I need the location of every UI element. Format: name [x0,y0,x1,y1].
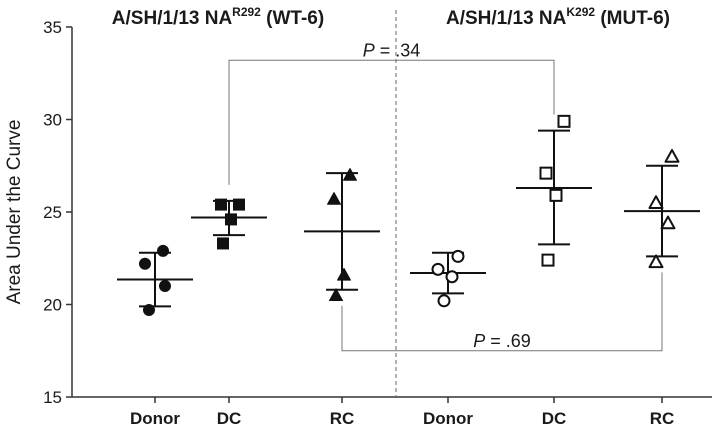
comparison-bracket [341,272,663,352]
data-group-dc [516,114,592,267]
p-value-text: = .69 [485,331,531,351]
y-tick-label: 30 [43,111,62,130]
data-point-circle [139,257,151,270]
data-point-circle [445,270,459,284]
y-tick-label: 35 [43,18,62,37]
data-point-triangle [327,192,341,205]
panel-title: A/SH/1/13 NAR292 (WT-6) [112,5,324,29]
data-point-square [557,114,571,128]
panel-title-suffix: (WT-6) [261,8,324,29]
panel-titles: A/SH/1/13 NAR292 (WT-6)A/SH/1/13 NAK292 … [112,5,670,29]
data-point-square [233,198,245,211]
x-tick-label: DC [542,409,567,428]
comparison-bracket [228,59,555,185]
data-point-square [549,188,563,202]
x-tick-label: RC [650,409,675,428]
data-point-square [225,213,237,226]
data-point-square [215,198,227,211]
data-group-donor [410,249,486,308]
data-groups [117,114,700,317]
y-axis-title: Area Under the Curve [4,120,25,305]
data-point-triangle [648,254,664,269]
data-point-circle [451,249,465,263]
p-value-label: P = .34 [363,40,421,60]
comparison-brackets: P = .34P = .69 [228,40,663,352]
x-tick-label: RC [330,409,355,428]
data-point-square [541,253,555,267]
y-tick-label: 25 [43,203,62,222]
data-group-donor [117,244,193,317]
panel-title-suffix: (MUT-6) [595,8,670,29]
data-point-square [217,237,229,250]
panel-title: A/SH/1/13 NAK292 (MUT-6) [446,5,670,29]
data-point-triangle [664,149,680,163]
p-value-label: P = .69 [473,331,531,351]
data-point-square [539,166,553,180]
data-group-rc [624,149,700,269]
data-point-circle [159,280,171,292]
data-point-triangle [329,288,343,301]
data-point-circle [157,244,169,257]
panel-title-prefix: A/SH/1/13 NA [112,8,233,29]
y-tick-label: 20 [43,296,62,315]
y-tick-label: 15 [43,388,62,407]
data-point-circle [143,304,155,317]
data-point-triangle [648,195,664,209]
data-point-circle [431,262,445,276]
x-tick-label: Donor [130,409,180,428]
panel-title-superscript: K292 [566,5,595,19]
x-tick-label: Donor [423,409,473,428]
data-group-dc [191,198,267,250]
p-value-symbol: P [363,40,375,60]
data-point-triangle [337,267,351,281]
data-point-triangle [343,168,357,181]
p-value-symbol: P [473,331,485,351]
data-point-circle [437,294,451,308]
x-tick-label: DC [217,409,242,428]
panel-title-prefix: A/SH/1/13 NA [446,8,567,29]
data-group-rc [304,168,380,301]
data-point-triangle [660,215,676,230]
panel-title-superscript: R292 [232,5,261,19]
p-value-text: = .34 [375,40,421,60]
